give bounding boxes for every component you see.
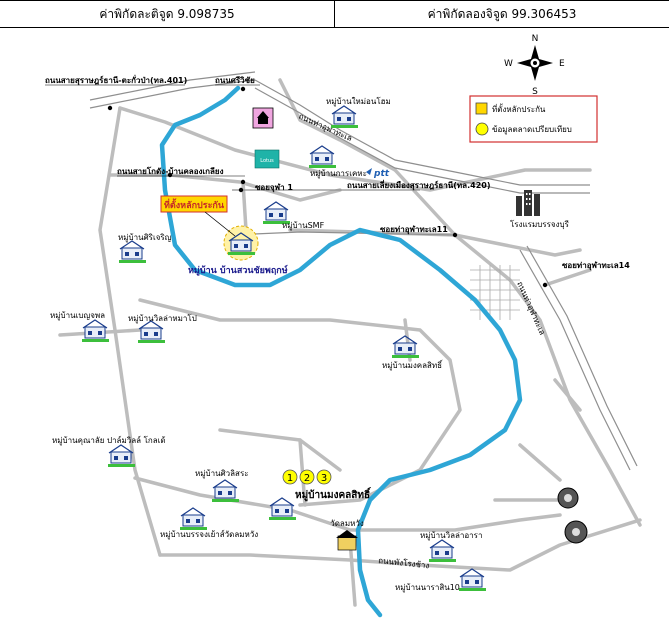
road-r401-label: ถนนสายสุราษฎร์ธานี-ตะกั่วป่า(ทล.401) — [45, 74, 187, 86]
legend-square-icon — [475, 102, 488, 115]
legend-comparable: ข้อมูลตลาดเปรียบเทียบ — [492, 125, 572, 135]
svg-text:หมู่บ้านใหม่อนโฮม: หมู่บ้านใหม่อนโฮม — [326, 96, 391, 107]
hotel-label: โรงแรมบรรจงบุรี — [510, 219, 570, 229]
house-icon — [81, 319, 110, 343]
village-sirichai: หมู่บ้านศิริเจริญ — [118, 233, 172, 264]
village-villa: หมู่บ้านวิลล่าหมาโป — [128, 313, 197, 344]
comparable-markers[interactable]: 1 2 3 — [282, 469, 332, 485]
landmark-lotus: Lotus — [254, 149, 280, 169]
compass-e: E — [559, 59, 565, 69]
road-sriwichai-label: ถนนศรีวิชัย — [215, 75, 255, 85]
compass-rose: N S E W — [504, 34, 565, 97]
village-kunakorn: หมู่บ้านคุณาลัย ปาล์มวิลล์ โกลเด้ — [52, 435, 166, 468]
ptt-logo: ptt — [373, 169, 390, 179]
svg-text:หมู่บ้านมงคลสิทธิ์: หมู่บ้านมงคลสิทธิ์ — [382, 359, 444, 371]
river — [159, 85, 523, 618]
village-mai: หมู่บ้านใหม่อนโฮม — [326, 96, 391, 129]
svg-text:หมู่บ้านวิลล่าหมาโป: หมู่บ้านวิลล่าหมาโป — [128, 313, 197, 324]
landmark-temple — [252, 107, 274, 129]
house-icon — [268, 497, 297, 521]
latitude-cell: ค่าพิกัดละติจูด 9.098735 — [99, 6, 235, 21]
road-r420-label: ถนนสายเลี่ยงเมืองสุราษฎร์ธานี(ทล.420) — [347, 179, 490, 191]
house-icon — [118, 240, 147, 264]
svg-text:หมู่บ้านการเคหะ: หมู่บ้านการเคหะ — [310, 169, 367, 179]
landmark-ptt: ptt — [366, 168, 390, 179]
road-klong-label: ถนนสายโกดัง-บ้านคลองเกลียง — [117, 166, 224, 176]
village-banrong: หมู่บ้านบรรจงเย้าส์วัดลมหวัง — [160, 507, 258, 540]
comparable-marker-3[interactable]: 3 — [316, 469, 332, 485]
svg-text:หมู่บ้านศิริเจริญ: หมู่บ้านศิริเจริญ — [118, 233, 172, 243]
road-soi1-label: ซอยจุฬา 1 — [255, 182, 293, 193]
village-smf: หมู่บ้านSMF — [262, 201, 325, 231]
house-icon — [330, 105, 359, 129]
coordinate-header: ค่าพิกัดละติจูด 9.098735 ค่าพิกัดลองจิจู… — [0, 0, 669, 28]
collateral-callout-box — [160, 195, 228, 213]
junction-dots — [107, 86, 548, 288]
svg-text:หมู่บ้านมงคลสิทธิ์: หมู่บ้านมงคลสิทธิ์ — [295, 487, 372, 502]
landmark-tires — [557, 487, 588, 544]
legend-collateral: ที่ตั้งหลักประกัน — [492, 103, 546, 114]
landmark-hotel: โรงแรมบรรจงบุรี — [510, 190, 570, 229]
road-soi14-label: ซอยท่าอุฬาทะเล14 — [562, 260, 630, 271]
svg-text:หมู่บ้านบรรจงเย้าส์วัดลมหวัง: หมู่บ้านบรรจงเย้าส์วัดลมหวัง — [160, 529, 258, 540]
road-phang-label: ถนนพังโรงช้าง — [378, 555, 430, 570]
wat-label: วัดลมหวัง — [330, 519, 364, 528]
village-mongkol: หมู่บ้านมงคลสิทธิ์ — [268, 487, 372, 521]
svg-text:หมู่บ้านศิวลิสระ: หมู่บ้านศิวลิสระ — [195, 469, 249, 479]
comparable-marker-1[interactable]: 1 — [282, 469, 298, 485]
compass-n: N — [532, 34, 539, 44]
svg-text:หมู่บ้านวิลล่าอารา: หมู่บ้านวิลล่าอารา — [420, 531, 482, 541]
hatched-blocks — [470, 265, 520, 320]
village-benja: หมู่บ้านเบญจพล — [50, 311, 110, 343]
house-icon — [391, 335, 420, 359]
village-kankheha: หมู่บ้านการเคหะ — [308, 145, 367, 179]
house-icon — [137, 320, 166, 344]
svg-text:หมู่บ้านSMF: หมู่บ้านSMF — [282, 221, 325, 231]
landmark-wat: วัดลมหวัง — [330, 519, 364, 551]
svg-text:1: 1 — [287, 473, 293, 484]
house-icon — [458, 568, 487, 592]
collateral-project-label: หมู่บ้าน บ้านสวนชัยพฤกษ์ — [188, 264, 288, 276]
legend-circle-icon — [475, 122, 489, 136]
village-siwilai: หมู่บ้านศิวลิสระ — [195, 469, 249, 503]
longitude-cell: ค่าพิกัดลองจิจูด 99.306453 — [334, 1, 669, 27]
collateral-callout-label: ที่ตั้งหลักประกัน — [164, 198, 225, 211]
svg-text:หมู่บ้านนาราสิน10: หมู่บ้านนาราสิน10 — [395, 583, 460, 593]
house-icon — [179, 507, 208, 531]
house-icon — [308, 145, 337, 169]
compass-s: S — [532, 87, 538, 97]
svg-text:หมู่บ้านเบญจพล: หมู่บ้านเบญจพล — [50, 311, 105, 321]
road-soi11-label: ซอยท่าอุฬาทะเล11 — [380, 224, 448, 235]
legend: ที่ตั้งหลักประกัน ข้อมูลตลาดเปรียบเทียบ — [469, 95, 598, 143]
comparable-marker-2[interactable]: 2 — [299, 469, 315, 485]
village-mongkol-east: หมู่บ้านมงคลสิทธิ์ — [382, 335, 444, 371]
compass-w: W — [504, 59, 513, 69]
lotus-logo: Lotus — [260, 158, 274, 164]
village-nara: หมู่บ้านนาราสิน10 — [395, 568, 487, 593]
village-villa-ara: หมู่บ้านวิลล่าอารา — [420, 531, 482, 563]
svg-text:2: 2 — [304, 473, 310, 484]
svg-text:หมู่บ้านคุณาลัย ปาล์มวิลล์ โกล: หมู่บ้านคุณาลัย ปาล์มวิลล์ โกลเด้ — [52, 435, 166, 446]
svg-text:3: 3 — [321, 473, 327, 484]
house-icon — [428, 539, 457, 563]
collateral-site[interactable]: ที่ตั้งหลักประกัน หมู่บ้าน บ้านสวนชัยพฤก… — [160, 195, 288, 276]
